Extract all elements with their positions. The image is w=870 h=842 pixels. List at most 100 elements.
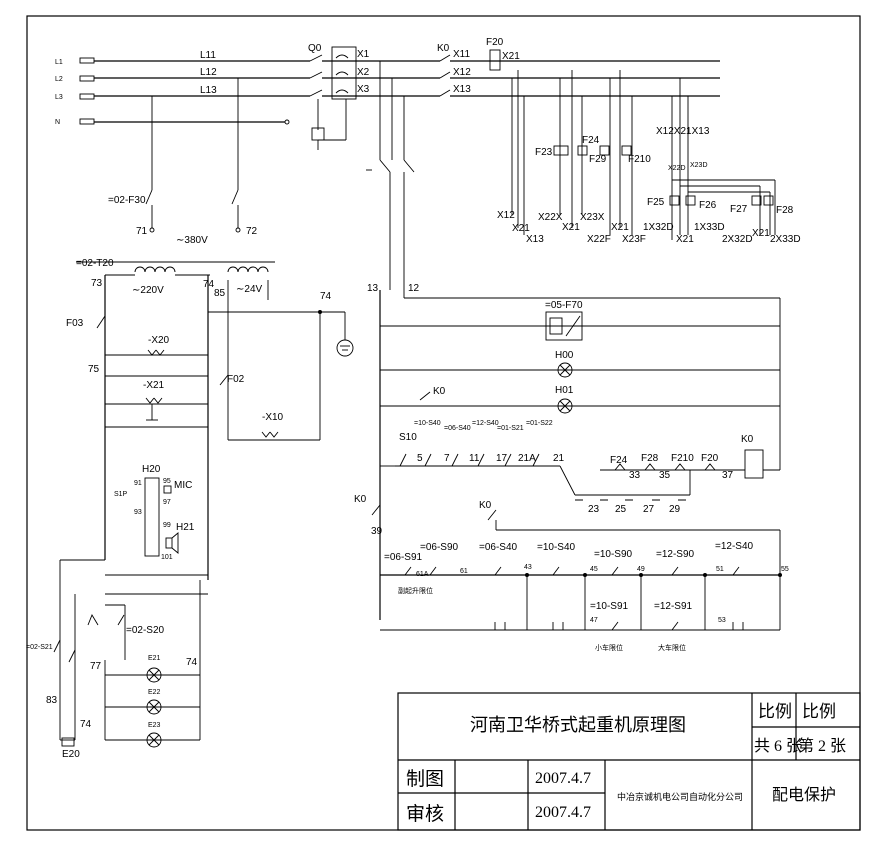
label-n21a: 21A [518,453,536,464]
label-n17: 17 [496,453,508,464]
label-x1: X1 [357,49,370,60]
label-s40d: =06-S40 [479,542,518,553]
label-v220: ∼220V [132,285,164,296]
label-n11: 11 [469,453,480,464]
label-f29: F29 [589,154,607,165]
label-n25: 25 [615,504,627,515]
label-b-x21b: X21 [562,222,580,233]
label-n33: 33 [629,470,641,481]
label-n74: 74 [186,657,198,668]
label-s90c: =12-S90 [656,549,695,560]
label-s21: =02-S21 [26,644,53,651]
label-n61a: 61A [416,571,429,578]
label-l12: L12 [200,67,217,78]
label-n77: 77 [90,661,102,672]
label-l3: L3 [55,94,63,101]
label-n7: 7 [444,453,450,464]
label-x22d: X22D [668,165,686,172]
label-n73: 73 [91,278,103,289]
label-n29: 29 [669,504,681,515]
label-s40f: =12-S40 [715,541,754,552]
label-s20: =02-S20 [126,625,165,636]
label-b-2x33d: 2X33D [770,234,801,245]
label-cf28: F28 [641,453,659,464]
label-b-1x33d: 1X33D [694,222,725,233]
label-b-x22f: X22F [587,234,611,245]
label-cf20: F20 [701,453,719,464]
label-n37: 37 [722,470,734,481]
label-f27: F27 [730,204,748,215]
label-s40a: =10-S40 [414,420,441,427]
label-f28: F28 [776,205,794,216]
label-k0a: K0 [433,386,446,397]
label-n83: 83 [46,695,58,706]
label-n101: 101 [161,554,173,561]
label-hoist-limit: 副起升限位 [398,586,433,595]
label-n39: 39 [371,526,383,537]
label-n95: 95 [163,478,171,485]
sheet-number: 第 2 张 [798,737,846,755]
label-b-x13: X13 [526,234,544,245]
label-n47: 47 [590,617,598,624]
label-n21: 21 [553,453,565,464]
label-n74a: 74 [203,279,215,290]
drawing-title: 河南卫华桥式起重机原理图 [470,715,686,735]
label-f26: F26 [699,200,717,211]
label-n23: 23 [588,504,600,515]
label-h21: H21 [176,522,195,533]
label-n51: 51 [716,566,724,573]
label-s22: =01-S22 [526,420,553,427]
label-n35: 35 [659,470,671,481]
scale-label-1: 比例 [758,702,792,721]
label-k0: K0 [437,43,450,54]
label-n13: 13 [367,283,379,294]
label-t20: =02-T20 [76,258,114,269]
label-s1p: S1P [114,491,128,498]
label-v380: ∼380V [176,235,208,246]
label-x21-top: X21 [502,51,520,62]
label-bridge-limit: 大车限位 [658,643,686,652]
sheet-title: 配电保护 [772,786,836,804]
label-b-x22x: X22X [538,212,563,223]
label-s90a: =06-S90 [420,542,459,553]
checked-label: 审核 [406,803,444,825]
label-s10: S10 [399,432,417,443]
label-b-2x32d: 2X32D [722,234,753,245]
label-n43: 43 [524,564,532,571]
label-b-x23x: X23X [580,212,605,223]
label-e22: E22 [148,689,161,696]
label-s91a: =06-S91 [384,552,423,563]
label-s40e: =10-S40 [537,542,576,553]
label-n91: 91 [134,480,142,487]
label-x11: X11 [453,49,470,60]
label-k0b: K0 [354,494,367,505]
label-n74b: 74 [80,719,92,730]
label-b-x12: X12 [497,210,515,221]
label-x23d: X23D [690,162,708,169]
label-l11: L11 [200,50,216,61]
left-circuit: F03 -X20 75 -X21 F02 -X10 H20 S1P 91 93 … [59,312,321,740]
label-cf210: F210 [671,453,694,464]
label-h01: H01 [555,385,574,396]
drawn-label: 制图 [406,768,444,790]
label-n45: 45 [590,566,598,573]
label-b-x23f: X23F [622,234,646,245]
label-trolley-limit: 小车限位 [595,643,623,652]
label-n85: 85 [214,288,226,299]
label-h00: H00 [555,350,574,361]
label-b-x21d: X21 [676,234,694,245]
label-e20: E20 [62,749,80,760]
label-n72: 72 [246,226,258,237]
label-n61: 61 [460,568,468,575]
sheet-count: 共 6 张 [754,737,802,755]
label-n97: 97 [163,499,171,506]
label-v24: ∼24V [236,284,263,295]
distribution-branches: X12X21X13 F23 F24 F29 F210 X22D X23D F25 [497,70,801,245]
label-s40b: =06-S40 [444,425,471,432]
label-b-1x32d: 1X32D [643,222,674,233]
label-e23: E23 [148,722,161,729]
label-n49: 49 [637,566,645,573]
label-x20: -X20 [148,335,170,346]
main-switch: Q0 X1 X2 X3 K0 X11 X12 X13 F20 X21 [308,37,720,292]
label-x10: -X10 [262,412,284,423]
